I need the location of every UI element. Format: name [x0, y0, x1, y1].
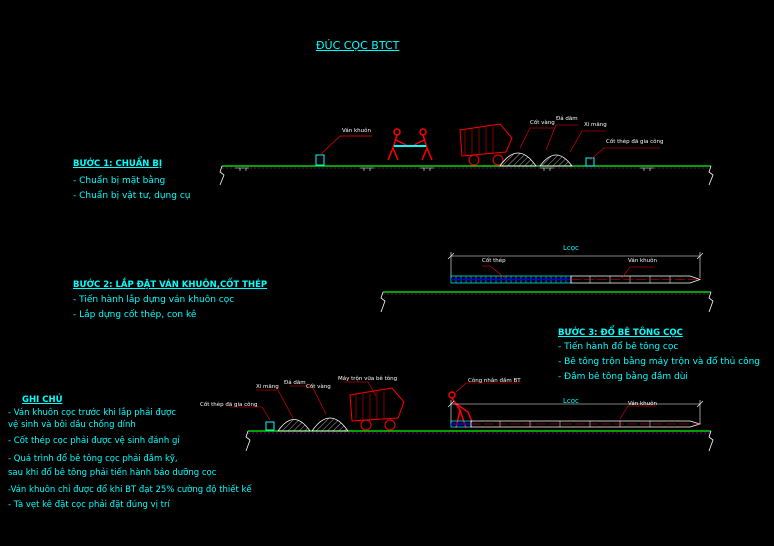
notes-heading: GHI CHÚ — [22, 395, 63, 405]
ground-line-step3 — [245, 430, 714, 452]
cement-label: Xi măng — [584, 122, 607, 128]
cement-label: Xi măng — [256, 384, 279, 390]
aggregate-label: Cốt vàng — [306, 384, 331, 390]
ground-line-step2 — [380, 291, 714, 313]
aggregate-pile-icon — [311, 417, 349, 432]
pile-formwork-step2 — [450, 275, 702, 284]
aggregate-pile-icon — [499, 152, 537, 167]
note-item: -Ván khuôn chỉ được đổ khi BT đạt 25% cư… — [8, 485, 252, 495]
step3-item: - Đầm bê tông bằng đầm dùi — [558, 372, 688, 382]
steel-label: Cốt thép — [482, 258, 506, 264]
step1-item: - Chuẩn bị mặt bằng — [73, 176, 166, 186]
concrete-mixer-icon — [349, 387, 405, 431]
step3-item: - Tiến hành đổ bê tông cọc — [558, 342, 679, 352]
worker-carrying-icon — [387, 128, 433, 161]
leader-lines-step1 — [519, 124, 660, 161]
note-item: - Cốt thép cọc phải được vệ sinh đánh gỉ — [8, 436, 180, 446]
note-item: - Tà vẹt kê đặt cọc phải đặt đúng vị trí — [8, 500, 170, 510]
step2-heading: BƯỚC 2: LẮP ĐẶT VÁN KHUÔN,CỐT THÉP — [73, 280, 268, 290]
leader-lines-step3 — [230, 381, 656, 421]
note-item: sau khi đổ bê tông phải tiến hành bảo dư… — [8, 468, 217, 478]
step2-item: - Lắp dựng cốt thép, con kê — [73, 310, 197, 320]
steel-label: Cốt thép đã gia công — [606, 139, 664, 145]
sand-label: Đá dăm — [284, 380, 306, 386]
pile-length-label: Lcọc — [563, 244, 579, 252]
pile-length-dimension-step3 — [447, 400, 704, 424]
leader-lines-step2 — [482, 265, 654, 279]
pile-length-dimension-step2 — [447, 252, 704, 278]
page-title: ĐÚC CỌC BTCT — [316, 39, 400, 52]
sand-pile-icon — [277, 419, 311, 432]
sand-pile-icon — [539, 154, 573, 167]
formwork-box-icon — [315, 154, 325, 166]
pile-formwork-step3 — [450, 420, 702, 428]
formwork-label: Ván khuôn — [628, 401, 657, 407]
pile-length-label: Lcọc — [563, 397, 579, 405]
steel-bundle-icon — [265, 421, 275, 431]
ground-line-step1 — [219, 165, 714, 186]
step3-heading: BƯỚC 3: ĐỔ BÊ TÔNG CỌC — [558, 328, 683, 338]
note-item: - Quá trình đổ bê tông cọc phải đầm kỹ, — [8, 454, 178, 464]
note-item: - Ván khuôn cọc trước khi lắp phải được — [8, 408, 176, 418]
aggregate-label: Cốt vàng — [530, 120, 555, 126]
concrete-mixer-icon — [459, 123, 513, 166]
step1-item: - Chuẩn bị vật tư, dụng cụ — [73, 191, 191, 201]
step2-item: - Tiến hành lắp dựng ván khuôn cọc — [73, 295, 235, 305]
steel-label: Cốt thép đã gia công — [200, 402, 258, 408]
steel-bundle-icon — [585, 157, 595, 167]
step3-item: - Bê tông trộn bằng máy trộn và đổ thủ c… — [558, 357, 761, 367]
formwork-label: Ván khuôn — [628, 258, 657, 264]
worker-vibrating-icon — [448, 391, 473, 429]
formwork-label: Ván khuôn — [342, 128, 371, 134]
step1-heading: BƯỚC 1: CHUẨN BỊ — [73, 159, 163, 169]
note-item: vệ sinh và bôi dầu chống dính — [8, 420, 136, 430]
mixer-label: Máy trộn vữa bê tông — [338, 376, 398, 382]
sand-label: Đá dăm — [556, 116, 578, 122]
worker-label: Công nhân đầm BT — [468, 378, 521, 384]
